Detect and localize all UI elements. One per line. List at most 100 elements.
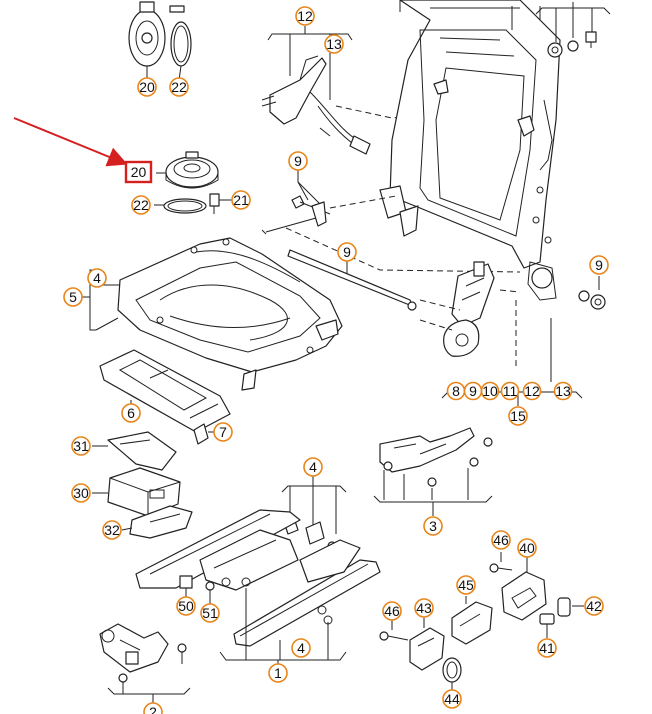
seat-pan-6 xyxy=(99,349,231,433)
callout-41: 41 xyxy=(537,638,557,658)
svg-text:20: 20 xyxy=(139,79,155,95)
svg-text:1: 1 xyxy=(274,665,282,681)
svg-text:4: 4 xyxy=(93,270,101,286)
svg-text:12: 12 xyxy=(297,8,313,24)
svg-text:50: 50 xyxy=(178,598,194,614)
svg-text:11: 11 xyxy=(503,383,518,399)
callout-30: 30 xyxy=(71,483,91,503)
svg-text:6: 6 xyxy=(127,405,135,421)
height-adjust-motor xyxy=(443,261,495,357)
switch-43 xyxy=(409,618,445,671)
bracket-31 xyxy=(92,431,177,471)
callout-12-top: 12 xyxy=(295,6,315,26)
callout-15: 15 xyxy=(508,406,528,426)
svg-text:21: 21 xyxy=(233,192,249,208)
svg-text:51: 51 xyxy=(202,605,218,621)
screw-21 xyxy=(209,193,232,214)
callout-11: 11 xyxy=(500,381,520,401)
callout-31: 31 xyxy=(71,436,91,456)
screw-51 xyxy=(205,581,215,604)
switch-module-40 xyxy=(501,556,547,621)
svg-text:4: 4 xyxy=(309,459,317,475)
bracket-rails-4 xyxy=(281,485,347,493)
callout-10: 10 xyxy=(480,381,500,401)
callout-4-b: 4 xyxy=(303,457,323,477)
motor-2 xyxy=(99,623,169,673)
svg-text:10: 10 xyxy=(482,383,498,399)
callout-3: 3 xyxy=(423,516,443,536)
svg-text:46: 46 xyxy=(493,532,509,548)
svg-text:4: 4 xyxy=(297,640,305,656)
seat-rails xyxy=(135,509,381,647)
svg-text:40: 40 xyxy=(519,540,535,556)
callout-51: 51 xyxy=(200,603,220,623)
callout-4-a: 4 xyxy=(87,268,107,288)
svg-text:32: 32 xyxy=(104,522,120,538)
callout-9-b: 9 xyxy=(337,242,357,262)
callout-13: 13 xyxy=(553,381,573,401)
svg-text:3: 3 xyxy=(429,518,437,534)
callout-9-c: 9 xyxy=(589,255,609,275)
callout-4-c: 4 xyxy=(291,638,311,658)
callout-44: 44 xyxy=(442,689,462,709)
screw-7 xyxy=(193,423,218,445)
callout-2: 2 xyxy=(143,702,163,714)
knob-42 xyxy=(557,597,584,617)
rod-9 xyxy=(287,249,417,311)
svg-text:15: 15 xyxy=(510,408,526,424)
button-41 xyxy=(539,613,555,638)
svg-text:9: 9 xyxy=(469,383,477,399)
callout-13-top: 13 xyxy=(324,34,344,54)
bracket-motor-3 xyxy=(373,495,493,503)
callout-20-highlighted: 20 xyxy=(124,160,153,184)
callout-22-top: 22 xyxy=(169,77,189,97)
svg-text:9: 9 xyxy=(343,244,351,260)
motor-disc-part xyxy=(165,151,219,189)
bracket-rails-1 xyxy=(219,651,347,661)
svg-text:7: 7 xyxy=(219,424,227,440)
svg-text:31: 31 xyxy=(73,438,89,454)
svg-text:2: 2 xyxy=(149,704,157,714)
switch-45 xyxy=(451,596,493,645)
seat-back-frame xyxy=(379,0,561,301)
svg-text:30: 30 xyxy=(73,485,89,501)
screw-46-lower xyxy=(379,620,409,641)
svg-text:12: 12 xyxy=(524,383,540,399)
seat-frame xyxy=(117,237,343,391)
svg-text:13: 13 xyxy=(555,383,571,399)
svg-text:46: 46 xyxy=(384,603,400,619)
callout-22: 22 xyxy=(131,195,151,215)
svg-text:9: 9 xyxy=(595,257,603,273)
callout-8: 8 xyxy=(446,381,466,401)
svg-text:13: 13 xyxy=(326,36,342,52)
callout-45: 45 xyxy=(456,575,476,595)
nut-9-right xyxy=(578,290,606,310)
pointer-arrow xyxy=(13,117,128,167)
seat-motor-3 xyxy=(379,427,493,487)
svg-text:42: 42 xyxy=(586,598,602,614)
callout-9-d: 9 xyxy=(463,381,483,401)
callout-46-lower: 46 xyxy=(382,601,402,621)
svg-text:20: 20 xyxy=(131,164,147,180)
svg-text:44: 44 xyxy=(444,691,460,707)
svg-text:22: 22 xyxy=(133,197,149,213)
o-ring-part xyxy=(163,198,207,214)
callout-40: 40 xyxy=(517,538,537,558)
holder-32 xyxy=(121,505,193,539)
callout-6: 6 xyxy=(121,403,141,423)
callout-20-top: 20 xyxy=(137,77,157,97)
clip-50 xyxy=(179,575,193,598)
callout-21: 21 xyxy=(231,190,251,210)
o-ring-part-top xyxy=(170,21,192,81)
callout-50: 50 xyxy=(176,596,196,616)
nut-bolt-set-top-right xyxy=(547,31,597,58)
callout-5: 5 xyxy=(63,287,83,307)
bracket-motor-2 xyxy=(107,687,191,695)
svg-text:41: 41 xyxy=(539,640,555,656)
screw-2-set xyxy=(118,643,187,694)
callout-43: 43 xyxy=(414,598,434,618)
svg-text:45: 45 xyxy=(458,577,474,593)
callout-42: 42 xyxy=(584,596,604,616)
callout-9-a: 9 xyxy=(288,151,308,171)
